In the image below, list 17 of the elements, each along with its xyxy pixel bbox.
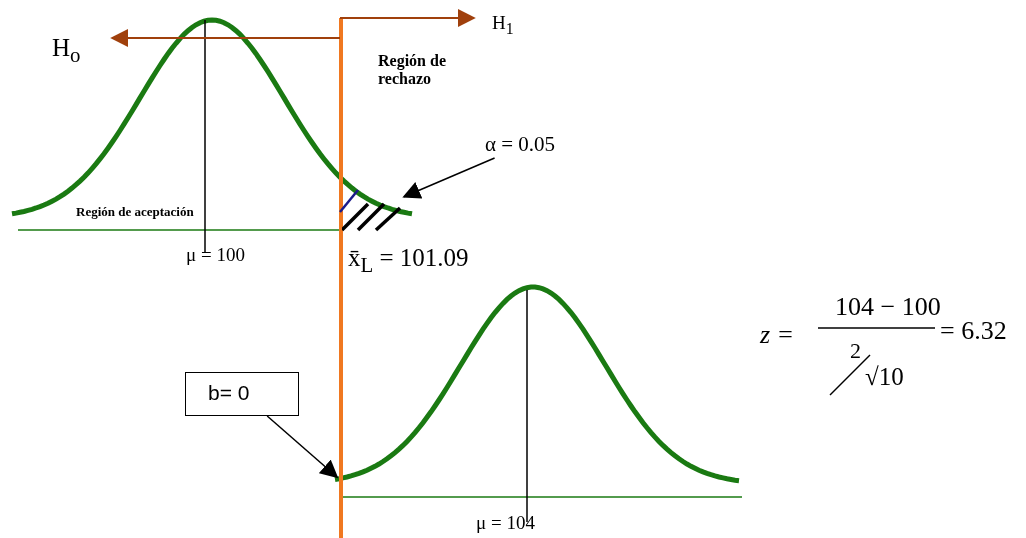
formula-denominator: √10 (865, 363, 904, 391)
mean-label: μ = 104 (476, 512, 535, 534)
hypothesis-label: H$_{o}$ (52, 34, 81, 68)
formula-denominator: 2 (850, 338, 861, 364)
critical-value-label: x̄$_{L}$ = 101.09 (348, 244, 469, 278)
formula-result: = 6.32 (940, 316, 1007, 346)
hypothesis-label: H$_{1}$ (492, 12, 514, 38)
bell-curve (334, 284, 740, 484)
region-label: Región de rechazo (378, 52, 447, 88)
leader-arrow (402, 157, 496, 199)
formula-text: z = (760, 320, 795, 350)
mean-label: μ = 100 (186, 244, 245, 266)
formula-numerator: 104 − 100 (835, 292, 941, 322)
region-label: Región de aceptación (76, 204, 194, 220)
text-box: b= 0 (185, 372, 299, 416)
leader-arrow (266, 415, 339, 479)
annotation-text: α = 0.05 (485, 132, 565, 158)
